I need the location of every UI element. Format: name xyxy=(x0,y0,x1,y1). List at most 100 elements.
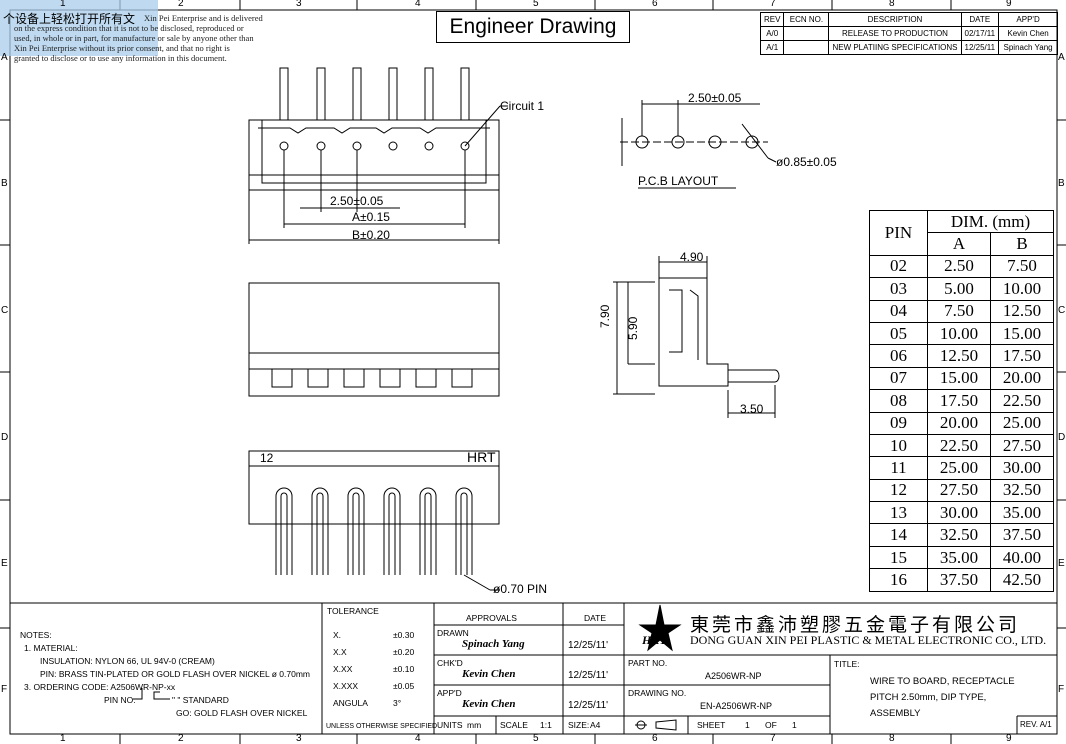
row-label: D xyxy=(1,432,9,443)
a-cell: 25.00 xyxy=(927,456,991,480)
a-cell: 7.50 xyxy=(927,299,991,323)
drawn-signature: Spinach Yang xyxy=(462,638,525,650)
drawn-label: DRAWN xyxy=(437,628,469,638)
pitch-dimension: 2.50±0.05 xyxy=(330,194,384,208)
pin-cell: 07 xyxy=(869,366,928,391)
notes-title: NOTES: xyxy=(20,630,52,640)
notice-line: Xin Pei Enterprise and is delivered xyxy=(144,13,263,23)
pin-count-label: 12 xyxy=(260,451,274,465)
row-label: E xyxy=(1,558,8,569)
tolerance-footer: UNLESS OTHERWISE SPECIFIED xyxy=(326,723,438,730)
col-label: 9 xyxy=(1006,0,1012,9)
rev-header: DESCRIPTION xyxy=(828,12,962,27)
pin-cell: 06 xyxy=(869,344,928,368)
tol-key: X. xyxy=(333,630,342,640)
notice-line: granted to disclose or to use any inform… xyxy=(14,53,227,63)
dim-header-row: PIN DIM. (mm) xyxy=(869,209,1054,256)
b-cell: 12.50 xyxy=(990,299,1054,323)
scale-value: 1:1 xyxy=(540,720,552,730)
title-block-lines xyxy=(10,602,1057,734)
pin-cell: 13 xyxy=(869,501,928,525)
a-cell: 37.50 xyxy=(927,568,991,592)
tol-key: ANGULA xyxy=(333,698,368,708)
col-label: 1 xyxy=(60,733,66,744)
col-label: 5 xyxy=(533,0,539,9)
pcb-hole-label: ø0.85±0.05 xyxy=(776,155,837,169)
row-label: E xyxy=(1058,558,1065,569)
appd-label: APP'D xyxy=(437,688,462,698)
a-cell: 10.00 xyxy=(927,321,991,346)
tol-key: X.XX xyxy=(333,664,353,674)
tol-value: ±0.30 xyxy=(393,630,415,640)
title-line: WIRE TO BOARD, RECEPTACLE xyxy=(870,676,1015,687)
chkd-date: 12/25/11' xyxy=(568,670,609,681)
col-label: 2 xyxy=(178,733,184,744)
dim-subheader-row: A B xyxy=(870,232,1054,256)
revision-table: REV ECN NO. DESCRIPTION DATE APP'D A/0 R… xyxy=(759,12,1059,55)
dim-header: DIM. (mm) xyxy=(927,209,1054,234)
rev-header: APP'D xyxy=(998,12,1059,27)
b-cell: 30.00 xyxy=(990,456,1054,480)
rev-header: DATE xyxy=(960,12,1000,27)
notes-line: INSULATION: NYLON 66, UL 94V-0 (CREAM) xyxy=(40,656,215,666)
rev-cell: Spinach Yang xyxy=(998,40,1059,55)
appd-signature: Kevin Chen xyxy=(462,698,516,710)
pin-cell: 08 xyxy=(869,389,928,413)
b-cell: 25.00 xyxy=(990,411,1054,435)
col-label: 6 xyxy=(652,733,658,744)
pcb-layout xyxy=(620,100,777,189)
approvals-title: APPROVALS xyxy=(466,613,517,623)
chkd-label: CHK'D xyxy=(437,658,463,668)
rev-cell: 02/17/11 xyxy=(960,26,1000,41)
b-cell: 42.50 xyxy=(990,568,1054,592)
units-label: UNITS xyxy=(437,720,463,730)
a-cell: 22.50 xyxy=(927,433,991,458)
company-logo: HRT xyxy=(642,633,667,647)
b-cell: 35.00 xyxy=(990,501,1054,525)
b-cell: 27.50 xyxy=(990,433,1054,458)
a-cell: 5.00 xyxy=(927,277,991,301)
a-cell: 12.50 xyxy=(927,344,991,368)
a-cell: 17.50 xyxy=(927,389,991,413)
a-cell: 15.00 xyxy=(927,366,991,391)
a-cell: 32.50 xyxy=(927,523,991,547)
sheet-label: SHEET xyxy=(697,720,726,730)
col-label: 8 xyxy=(889,733,895,744)
table-row: A/1 NEW PLATIING SPECIFICATIONS 12/25/11… xyxy=(759,40,1059,55)
a-cell: 2.50 xyxy=(927,254,991,279)
b-cell: 37.50 xyxy=(990,523,1054,547)
col-label: 6 xyxy=(652,0,658,9)
drawing-no-label: DRAWING NO. xyxy=(628,688,687,698)
drawing-title-text: Engineer Drawing xyxy=(449,15,617,38)
rev-cell: 12/25/11 xyxy=(960,40,1000,55)
b-cell: 20.00 xyxy=(990,366,1054,391)
row-label: C xyxy=(1058,305,1066,316)
row-label: A xyxy=(1058,52,1065,63)
pcb-pitch-label: 2.50±0.05 xyxy=(688,91,742,105)
rev-cell xyxy=(783,40,830,55)
side-height-label: 7.90 xyxy=(598,304,612,328)
drawing-title: Engineer Drawing xyxy=(436,11,630,43)
revision-value: REV. A/1 xyxy=(1020,720,1052,729)
front-view xyxy=(248,282,500,397)
row-label: F xyxy=(1,684,8,695)
chkd-signature: Kevin Chen xyxy=(462,668,516,680)
tol-value: 3° xyxy=(393,698,402,708)
row-label: D xyxy=(1058,432,1066,443)
notes-line: " " STANDARD xyxy=(172,695,229,705)
ui-overlay[interactable] xyxy=(0,0,158,56)
col-label: 4 xyxy=(415,0,421,9)
a-cell: 30.00 xyxy=(927,501,991,525)
row-label: B xyxy=(1,178,8,189)
dim-b-header: B xyxy=(990,232,1054,256)
